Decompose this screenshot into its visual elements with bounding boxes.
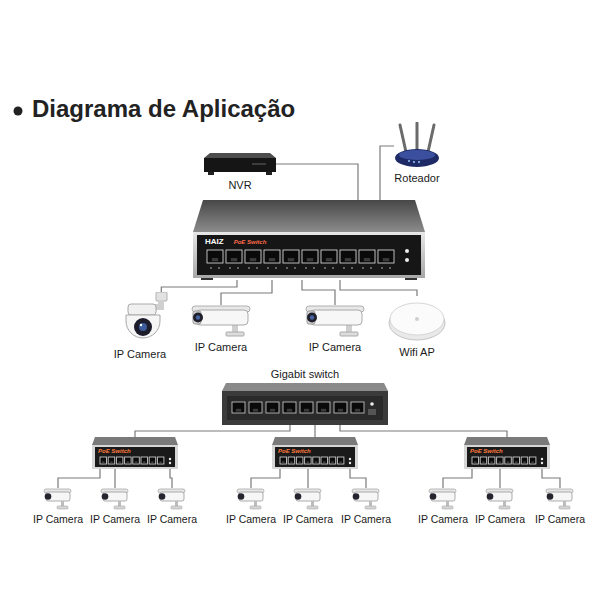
faceplate-text: PoE Switch [470, 448, 503, 455]
cable-connector [221, 280, 272, 305]
device-node: Roteador [394, 122, 440, 185]
faceplate-text: PoE Switch [98, 448, 131, 455]
device-label: IP Camera [147, 513, 197, 526]
title-box: Diagrama de Aplicação [32, 94, 295, 124]
cam-icon [190, 305, 252, 337]
cable-connector [276, 164, 358, 200]
device-node: IP Camera [147, 488, 197, 526]
device-node: NVR [204, 153, 276, 192]
ap-icon [388, 296, 446, 342]
camS-icon [100, 488, 130, 510]
poe-switch-small: PoE Switch [92, 437, 178, 469]
camS-icon [428, 488, 458, 510]
device-node: IP Camera [283, 488, 333, 526]
cable-connector [443, 469, 472, 488]
main-icon [193, 200, 425, 280]
cam-icon [304, 305, 366, 337]
faceplate-text: HAIZ PoE Switch [205, 237, 266, 247]
device-node: IP Camera [112, 292, 168, 361]
device-node: IP Camera [341, 488, 391, 526]
cable-connector [314, 425, 315, 437]
cable-connector [58, 469, 100, 488]
device-label: IP Camera [309, 340, 361, 354]
diagram-title: Diagrama de Aplicação [32, 94, 295, 124]
device-label: IP Camera [226, 513, 276, 526]
device-node: IP Camera [475, 488, 525, 526]
camS-icon [157, 488, 187, 510]
device-label: IP Camera [475, 513, 525, 526]
device-node: IP Camera [226, 488, 276, 526]
poe-switch-small: PoE Switch [272, 437, 358, 469]
device-label: IP Camera [90, 513, 140, 526]
cable-connector [340, 280, 417, 296]
gigabit-switch: Gigabit switch [222, 368, 388, 425]
nvr-icon [204, 153, 276, 175]
camS-icon [485, 488, 515, 510]
device-label: Roteador [394, 171, 439, 185]
device-label: IP Camera [114, 347, 166, 361]
brand-text: HAIZ [205, 237, 224, 247]
cable-connector [499, 469, 500, 488]
cable-connector [542, 469, 560, 488]
cable-connector [251, 469, 280, 488]
device-label: Wifi AP [399, 345, 434, 359]
device-label: IP Camera [535, 513, 585, 526]
device-label: IP Camera [418, 513, 468, 526]
cable-connector [170, 469, 172, 488]
switch-label: Gigabit switch [271, 368, 339, 381]
dome-icon [112, 292, 168, 344]
cable-connector [380, 146, 394, 200]
cable-connector [340, 425, 507, 437]
device-label: IP Camera [283, 513, 333, 526]
gig-icon [222, 383, 388, 425]
poe-switch-small: PoE Switch [464, 437, 550, 469]
cable-connector [302, 280, 335, 305]
cable-connector [135, 425, 290, 437]
brand-text: PoE Switch [470, 448, 503, 455]
device-label: IP Camera [195, 340, 247, 354]
device-node: IP Camera [535, 488, 585, 526]
device-label: NVR [228, 178, 251, 192]
device-node: Wifi AP [388, 296, 446, 359]
router-icon [394, 122, 440, 168]
camS-icon [236, 488, 266, 510]
cable-connector [350, 469, 366, 488]
brand-text: PoE Switch [98, 448, 131, 455]
cable-connector [114, 469, 115, 488]
cable-connector [307, 469, 308, 488]
model-text: PoE Switch [234, 237, 267, 247]
poe-switch-main: HAIZ PoE Switch [193, 200, 425, 280]
device-node: IP Camera [90, 488, 140, 526]
camS-icon [351, 488, 381, 510]
faceplate-text: PoE Switch [278, 448, 311, 455]
camS-icon [545, 488, 575, 510]
device-node: IP Camera [418, 488, 468, 526]
title-bullet [6, 96, 36, 126]
device-node: IP Camera [304, 305, 366, 354]
device-label: IP Camera [33, 513, 83, 526]
camS-icon [43, 488, 73, 510]
device-label: IP Camera [341, 513, 391, 526]
device-node: IP Camera [190, 305, 252, 354]
device-node: IP Camera [33, 488, 83, 526]
cable-connector [161, 280, 237, 292]
brand-text: PoE Switch [278, 448, 311, 455]
camS-icon [293, 488, 323, 510]
